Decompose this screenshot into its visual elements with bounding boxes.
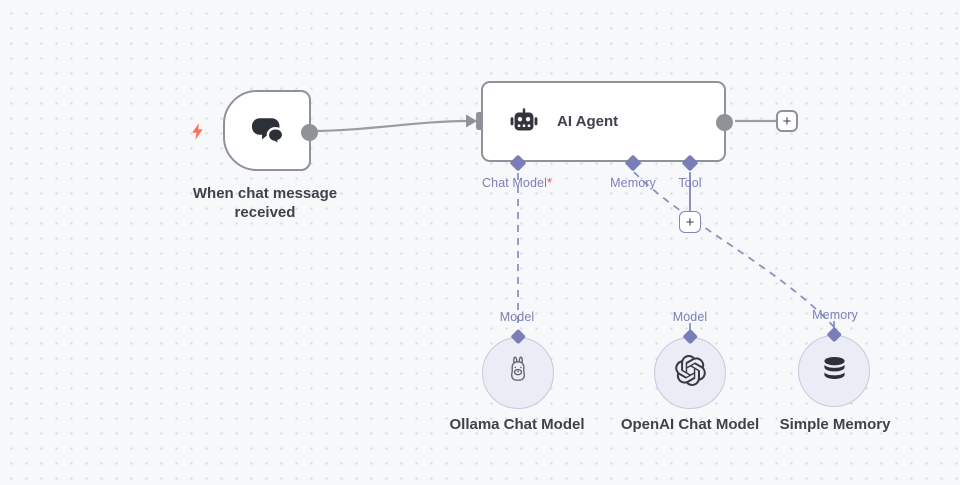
add-node-button-output[interactable]: + xyxy=(776,110,798,132)
agent-port-label-memory: Memory xyxy=(593,176,673,190)
connection-memory-to-simplememory[interactable] xyxy=(633,171,835,328)
simple-memory-port-label: Memory xyxy=(812,308,858,322)
openai-node-label: OpenAI Chat Model xyxy=(620,416,760,433)
robot-icon xyxy=(507,105,541,139)
node-ai-agent[interactable]: AI Agent xyxy=(481,81,733,162)
trigger-output-port[interactable] xyxy=(301,124,318,141)
trigger-node-label: When chat message received xyxy=(192,185,338,221)
lightning-trigger-icon xyxy=(190,122,205,146)
ollama-llama-icon xyxy=(501,354,535,393)
database-icon xyxy=(818,352,851,390)
node-ollama-chat-model[interactable] xyxy=(482,337,554,409)
openai-logo-icon xyxy=(674,355,706,391)
node-simple-memory[interactable] xyxy=(798,335,870,407)
agent-output-port[interactable] xyxy=(716,114,733,131)
chat-bubbles-icon xyxy=(246,110,290,159)
ollama-node-label: Ollama Chat Model xyxy=(449,416,585,433)
openai-port-label: Model xyxy=(672,310,708,324)
agent-port-label-tool: Tool xyxy=(660,176,720,190)
port-label-text: Memory xyxy=(610,176,656,190)
agent-input-port[interactable] xyxy=(476,112,483,130)
required-marker: * xyxy=(546,176,552,190)
agent-port-label-chat-model: Chat Model* xyxy=(457,176,577,190)
add-tool-button[interactable]: + xyxy=(679,211,701,233)
connection-trigger-to-agent[interactable] xyxy=(310,119,467,133)
connection-arrowhead xyxy=(466,114,477,128)
simple-memory-node-label: Simple Memory xyxy=(779,416,891,433)
node-when-chat-message-received[interactable] xyxy=(223,90,318,171)
agent-node-title: AI Agent xyxy=(557,113,619,130)
ollama-port-label: Model xyxy=(499,310,535,324)
port-label-text: Chat Model xyxy=(482,176,547,190)
node-openai-chat-model[interactable] xyxy=(654,337,726,409)
port-label-text: Tool xyxy=(678,176,702,190)
